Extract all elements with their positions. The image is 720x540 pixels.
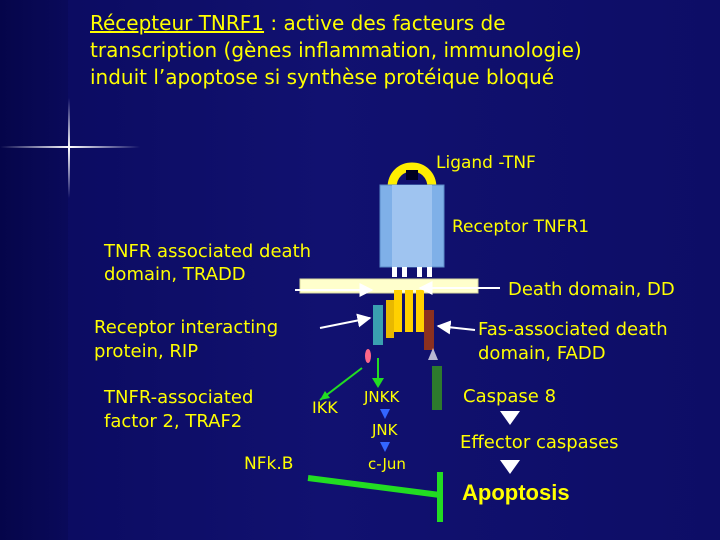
label-fadd: Fas-associated death domain, FADD — [478, 318, 668, 366]
label-jnkk: JNKK — [364, 388, 400, 406]
label-apoptosis: Apoptosis — [462, 480, 570, 505]
title-underlined: Récepteur TNRF1 — [90, 11, 265, 35]
label-caspase-8: Caspase 8 — [463, 386, 557, 407]
receptor-tnfr1 — [379, 184, 445, 277]
arrow-to-ikk-head — [320, 391, 330, 400]
label-ligand-tnf: Ligand -TNF — [436, 153, 536, 173]
arrow-caspase8-effector — [500, 411, 520, 425]
left-dark-band — [0, 0, 68, 540]
nfkb-inhibition — [307, 472, 443, 522]
title-line-1-rest: : active des facteurs de — [264, 11, 506, 35]
arrow-jnk-cjun — [380, 442, 390, 452]
death-domain — [386, 290, 424, 338]
label-tradd: TNFR associated death domain, TRADD — [104, 240, 311, 286]
label-traf2-line-2: factor 2, TRAF2 — [104, 411, 243, 432]
slide-title: Récepteur TNRF1 : active des facteurs de… — [90, 10, 582, 91]
sparkle-decoration — [0, 98, 140, 198]
fadd-small-marker — [428, 348, 438, 360]
traf2-small-marker — [365, 349, 371, 363]
label-death-domain: Death domain, DD — [508, 279, 675, 300]
ligand-tnf-shape — [387, 162, 437, 189]
label-rip: Receptor interacting protein, RIP — [94, 316, 278, 364]
title-line-3: induit l’apoptose si synthèse protéique … — [90, 65, 555, 89]
label-ikk: IKK — [312, 398, 338, 417]
label-rip-line-2: protein, RIP — [94, 341, 199, 362]
label-c-jun: c-Jun — [368, 455, 406, 473]
arrow-jnkk-jnk — [380, 409, 390, 419]
label-fadd-line-2: domain, FADD — [478, 343, 606, 364]
title-line-2: transcription (gènes inflammation, immun… — [90, 38, 582, 62]
label-fadd-line-1: Fas-associated death — [478, 319, 668, 340]
arrow-effector-apoptosis — [500, 460, 520, 474]
fadd-protein — [424, 310, 434, 350]
label-jnk: JNK — [372, 421, 398, 439]
label-traf2: TNFR-associated factor 2, TRAF2 — [104, 386, 253, 434]
arrow-to-jnkk-head — [372, 378, 384, 388]
pointer-lines — [295, 281, 500, 335]
label-receptor-tnfr1: Receptor TNFR1 — [452, 217, 590, 237]
label-effector-caspases: Effector caspases — [460, 432, 619, 453]
label-tradd-line-2: domain, TRADD — [104, 264, 246, 285]
label-traf2-line-1: TNFR-associated — [104, 387, 254, 408]
label-nfkb: NFk.B — [244, 454, 294, 474]
rip-protein — [373, 305, 383, 345]
ligand-tnf-core — [406, 170, 418, 180]
label-tradd-line-1: TNFR associated death — [104, 241, 312, 262]
traf2-protein — [432, 366, 442, 410]
label-rip-line-1: Receptor interacting — [94, 317, 279, 338]
title-line-1: Récepteur TNRF1 : active des facteurs de — [90, 10, 582, 37]
